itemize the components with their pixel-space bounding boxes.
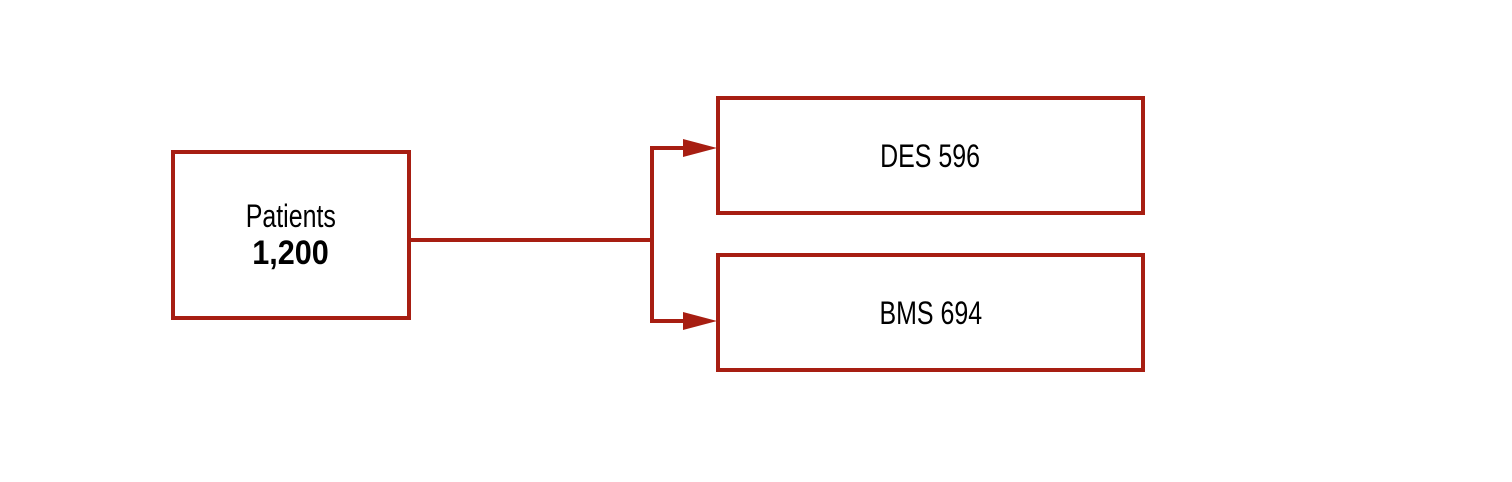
patients-count: 1,200 (252, 234, 330, 272)
patients-label: Patients (245, 198, 337, 234)
arrowhead-bms (683, 312, 717, 330)
bms-box: BMS 694 (716, 253, 1145, 372)
branch-line-bms (650, 240, 690, 323)
des-label: DES 596 (880, 137, 981, 174)
arrowhead-des (683, 139, 717, 157)
bms-label: BMS 694 (879, 294, 982, 331)
patients-box: Patients 1,200 (171, 150, 411, 320)
branch-line-des (650, 146, 690, 240)
des-box: DES 596 (716, 96, 1145, 215)
